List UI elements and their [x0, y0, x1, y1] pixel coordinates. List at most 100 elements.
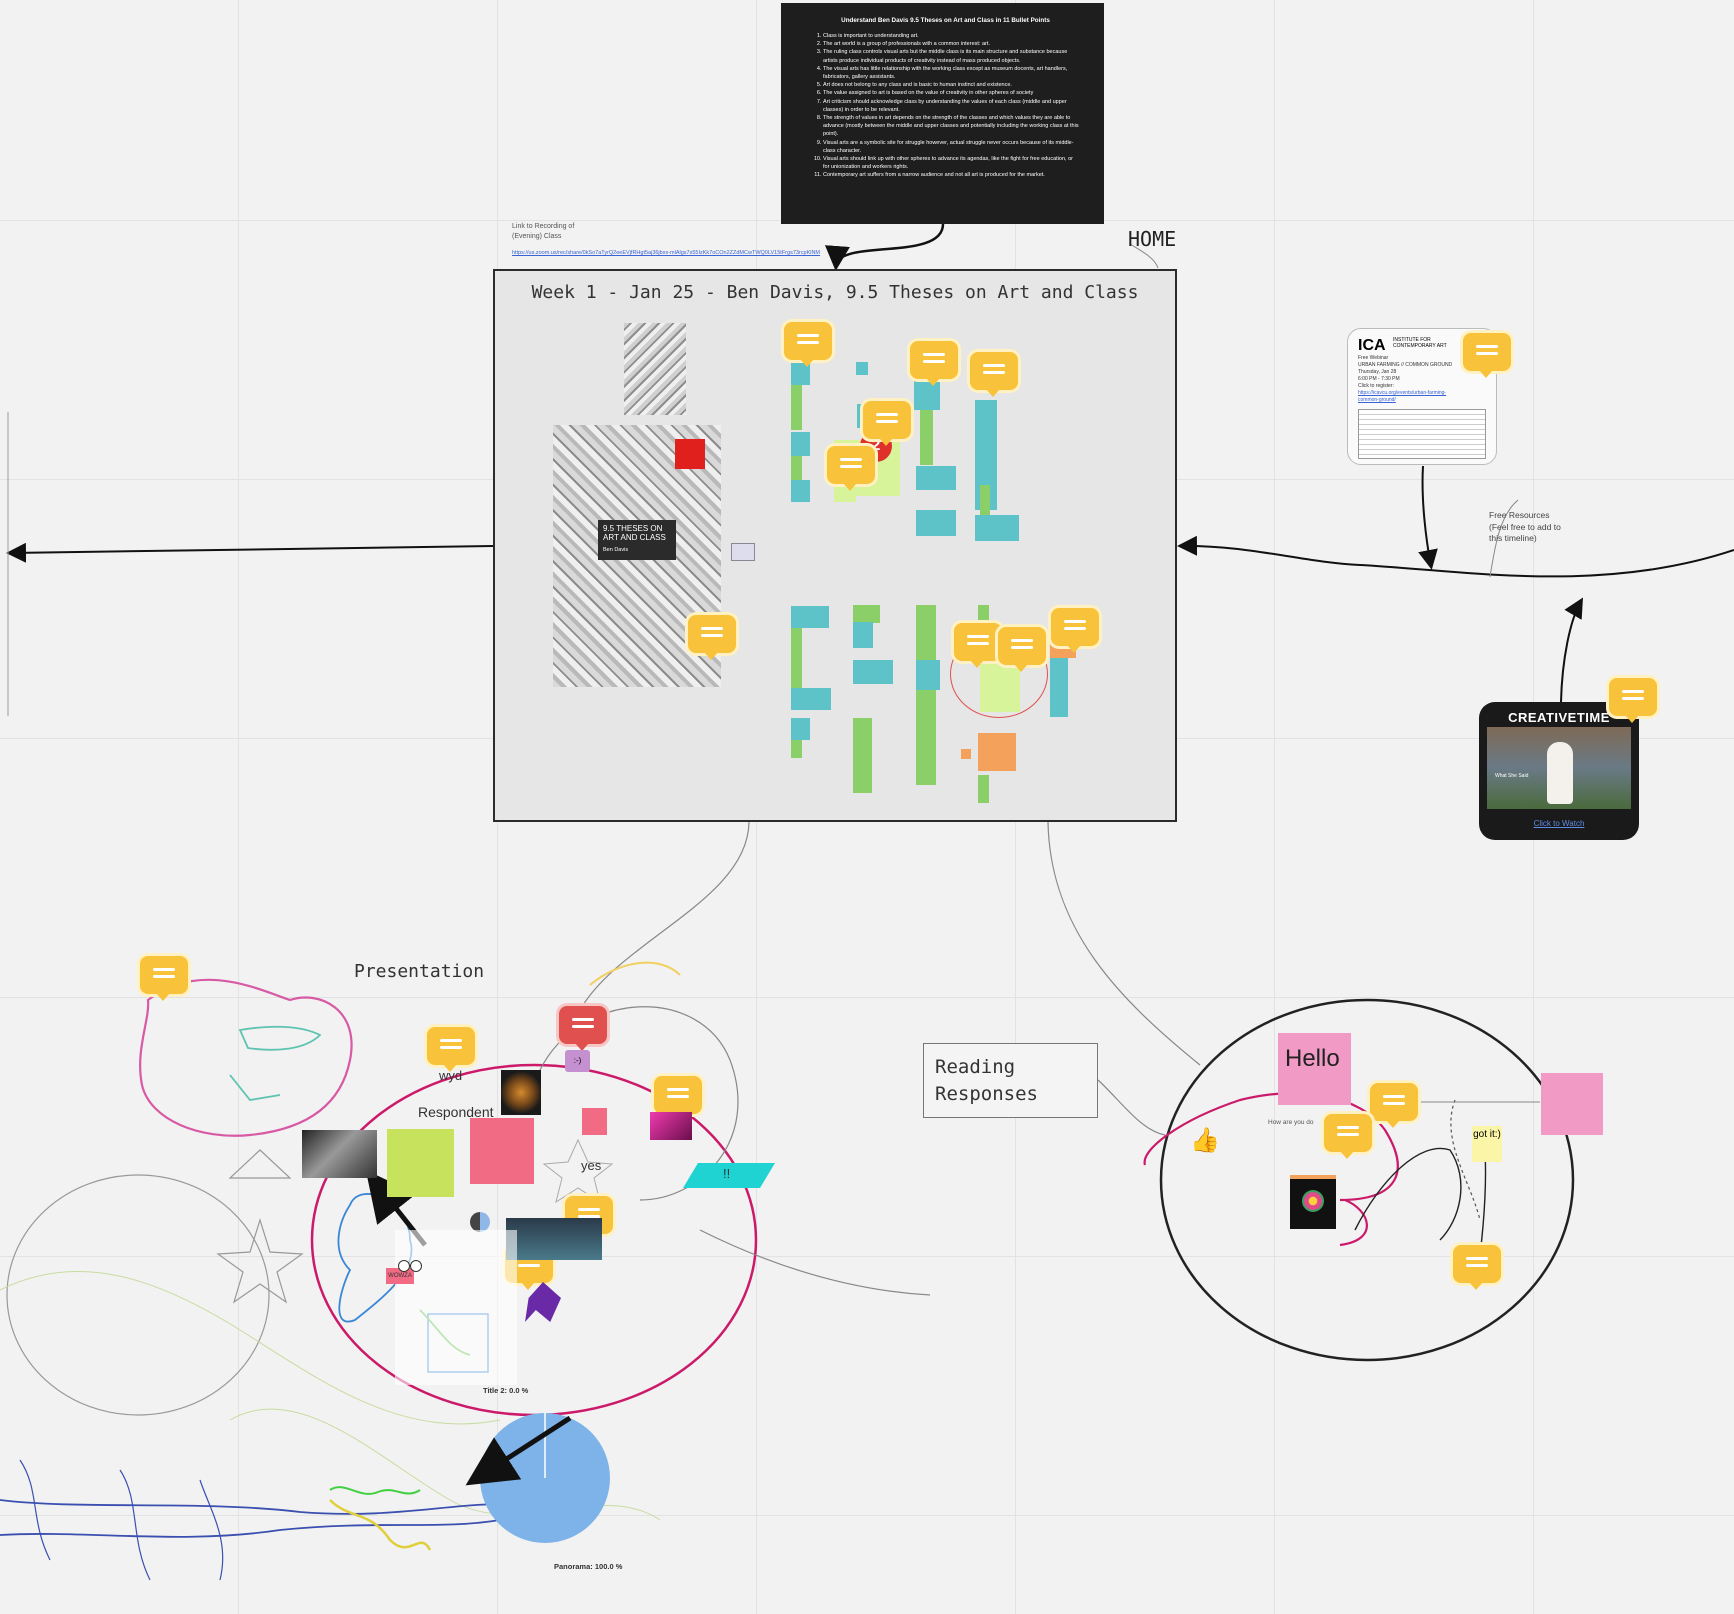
comment-icon[interactable]: [1324, 1114, 1372, 1159]
sticky-note-orange[interactable]: [961, 749, 971, 759]
sticky-note[interactable]: [791, 718, 810, 740]
thesis-item: The strength of values in art depends on…: [823, 114, 1080, 139]
sticky-note-pink[interactable]: [1541, 1073, 1603, 1135]
sticky-note-pink[interactable]: [470, 1118, 534, 1184]
drawing-canvas[interactable]: [395, 1230, 517, 1385]
creative-time-card[interactable]: CREATIVETIME What She Said Click to Watc…: [1479, 702, 1639, 840]
webinar-line: 6:00 PM - 7:30 PM: [1358, 376, 1400, 382]
pie-chart-shape: [480, 1413, 610, 1543]
got-it-note[interactable]: got it:): [1472, 1126, 1502, 1162]
book-cover-thumbnail[interactable]: [624, 323, 686, 415]
yes-text: yes: [581, 1158, 602, 1173]
thesis-item: The value assigned to art is based on th…: [823, 89, 1080, 97]
comment-icon[interactable]: [998, 627, 1046, 672]
sticky-note[interactable]: [791, 432, 810, 456]
comment-icon[interactable]: [1051, 608, 1099, 653]
ica-brand: ICA: [1358, 337, 1386, 354]
triangle-shape: [228, 1149, 292, 1179]
sticky-note[interactable]: [975, 400, 997, 510]
thesis-item: Class is important to understanding art.: [823, 32, 1080, 40]
sticky-note[interactable]: [980, 485, 990, 515]
sticky-note[interactable]: [853, 622, 873, 648]
comment-icon[interactable]: [784, 322, 832, 367]
thesis-item: The visual arts has little relationship …: [823, 65, 1080, 81]
recording-link[interactable]: https://us.zoom.us/rec/share/0kSo7aTyrQ2…: [512, 250, 821, 256]
sticky-note[interactable]: [916, 510, 956, 536]
thesis-item: Art does not belong to any class and is …: [823, 81, 1080, 89]
comment-icon[interactable]: [1463, 333, 1511, 378]
connector-theses-week: [825, 223, 945, 271]
sticky-note[interactable]: [916, 660, 940, 690]
comment-icon[interactable]: [688, 615, 736, 660]
reading-responses-label: Reading Responses: [923, 1043, 1098, 1118]
sticky-note[interactable]: [978, 775, 989, 803]
exclamation-text: !!: [723, 1166, 731, 1181]
recording-label: Link to Recording of (Evening) Class: [512, 223, 575, 240]
sticky-note-pink[interactable]: [582, 1108, 607, 1135]
theses-card[interactable]: Understand Ben Davis 9.5 Theses on Art a…: [781, 3, 1104, 224]
comment-icon[interactable]: [654, 1076, 702, 1121]
comment-icon[interactable]: [1370, 1083, 1418, 1128]
sticky-note[interactable]: [853, 718, 872, 793]
book-author: Ben Davis: [603, 547, 629, 553]
respondent-text: Respondent: [418, 1104, 494, 1120]
thesis-item: Visual arts should link up with other sp…: [823, 155, 1080, 171]
hello-note[interactable]: Hello: [1278, 1033, 1351, 1105]
free-resources-label: Free Resources (Feel free to add to this…: [1489, 510, 1561, 543]
book-logo: [675, 439, 705, 469]
webinar-line: Thursday, Jan 28: [1358, 369, 1397, 375]
webinar-line: Click to register:: [1358, 383, 1394, 389]
comment-icon[interactable]: [970, 352, 1018, 397]
webinar-register-link[interactable]: https://icavcu.org/events/urban-farming-…: [1358, 390, 1447, 403]
sticky-note[interactable]: [916, 605, 936, 785]
ocean-image[interactable]: [506, 1218, 602, 1260]
photo-image[interactable]: [302, 1130, 377, 1178]
week-title: Week 1 - Jan 25 - Ben Davis, 9.5 Theses …: [531, 282, 1139, 303]
click-to-watch-link[interactable]: Click to Watch: [1533, 819, 1585, 828]
sticky-note[interactable]: [791, 456, 802, 481]
small-note[interactable]: [731, 543, 755, 561]
comment-icon[interactable]: [427, 1027, 475, 1072]
comment-icon[interactable]: [1453, 1245, 1501, 1290]
pink-image[interactable]: [650, 1112, 692, 1140]
video-figure: [1547, 742, 1573, 804]
dragon-image[interactable]: [501, 1070, 541, 1115]
comment-icon[interactable]: [827, 446, 875, 491]
sticky-note[interactable]: [791, 606, 829, 628]
sticky-note[interactable]: [791, 385, 802, 430]
theses-heading: Understand Ben Davis 9.5 Theses on Art a…: [841, 17, 1050, 24]
half-circle-icon: [470, 1212, 490, 1232]
comment-icon[interactable]: [863, 401, 911, 446]
sticky-note[interactable]: [791, 740, 802, 758]
googly-eye-icon: [410, 1260, 422, 1272]
thesis-item: The art world is a group of professional…: [823, 40, 1080, 48]
googly-eye-icon: [398, 1260, 410, 1272]
sticky-note-lime[interactable]: [387, 1129, 454, 1197]
sticky-note[interactable]: [975, 515, 1019, 541]
sticky-note-orange[interactable]: [978, 733, 1016, 771]
how-are-you-text: How are you do: [1268, 1119, 1314, 1126]
thesis-item: Visual arts are a symbolic site for stru…: [823, 139, 1080, 155]
creative-time-video-thumbnail[interactable]: What She Said: [1487, 727, 1631, 809]
connector-timeline: [1177, 535, 1734, 578]
comment-icon[interactable]: [140, 956, 188, 1001]
comment-icon[interactable]: [1609, 678, 1657, 723]
wowza-note[interactable]: WOWZA: [386, 1268, 414, 1284]
sticky-note[interactable]: [856, 362, 868, 375]
sticky-note[interactable]: [920, 410, 933, 465]
thumbs-up-icon[interactable]: 👍: [1190, 1127, 1220, 1154]
sticky-note[interactable]: [916, 466, 956, 490]
comment-icon[interactable]: [559, 1006, 607, 1051]
comment-icon[interactable]: [954, 623, 1002, 668]
thesis-item: Art criticism should acknowledge class b…: [823, 98, 1080, 114]
sticky-note[interactable]: [791, 480, 810, 502]
comment-icon[interactable]: [910, 341, 958, 386]
smile-note[interactable]: :-): [565, 1050, 590, 1072]
sticky-note[interactable]: [791, 628, 802, 688]
webinar-document-preview: [1358, 409, 1486, 459]
creative-time-title: CREATIVETIME: [1508, 710, 1610, 725]
sticky-note[interactable]: [791, 688, 831, 710]
sticky-note[interactable]: [853, 605, 880, 623]
sticky-note[interactable]: [853, 660, 893, 684]
